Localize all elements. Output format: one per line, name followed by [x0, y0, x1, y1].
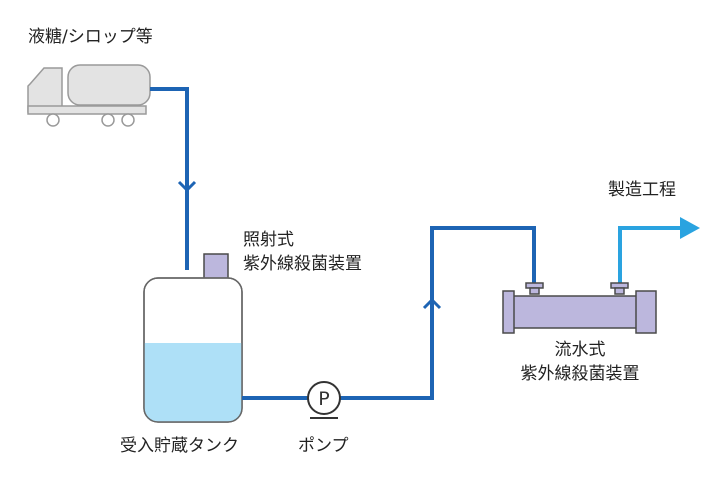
- truck-wheel-rear2: [121, 113, 135, 127]
- device-body: [507, 295, 641, 329]
- label-uv-irradiation-line2: 紫外線殺菌装置: [243, 254, 362, 274]
- pipe-pump-to-device: [340, 226, 536, 400]
- label-process: 製造工程: [608, 180, 676, 200]
- pipe-device-to-process: [618, 226, 682, 285]
- device-left-cap: [502, 290, 515, 334]
- tank-outline: [143, 277, 243, 423]
- pump-circle: [307, 381, 341, 415]
- label-uv-irradiation-line1: 照射式: [243, 230, 294, 250]
- label-uv-flow-line2: 紫外線殺菌装置: [520, 364, 640, 384]
- device-outlet-neck: [614, 287, 625, 295]
- outlet-arrow-icon: [680, 217, 700, 239]
- uv-flow-device: [502, 282, 657, 334]
- pump-icon: P: [307, 381, 341, 419]
- truck-tank: [67, 64, 151, 106]
- label-uv-flow-line1: 流水式: [554, 340, 606, 360]
- label-storage-tank: 受入貯蔵タンク: [120, 436, 239, 456]
- device-right-cap: [635, 290, 657, 334]
- tanker-truck-icon: [27, 64, 151, 127]
- device-inlet-neck: [529, 287, 540, 295]
- storage-tank: [143, 277, 243, 423]
- truck-chassis: [27, 105, 147, 115]
- tank-liquid: [144, 343, 242, 422]
- label-source: 液糖/シロップ等: [28, 27, 153, 47]
- flow-arrow-down: [177, 180, 197, 193]
- pump-symbol: P: [318, 388, 329, 410]
- truck-wheel-rear1: [101, 113, 115, 127]
- flow-arrow-up: [422, 297, 442, 310]
- pipe-truck-to-tank: [150, 87, 189, 270]
- truck-wheel-front: [46, 113, 60, 127]
- uv-irradiation-device: [203, 253, 229, 281]
- label-pump: ポンプ: [298, 436, 349, 456]
